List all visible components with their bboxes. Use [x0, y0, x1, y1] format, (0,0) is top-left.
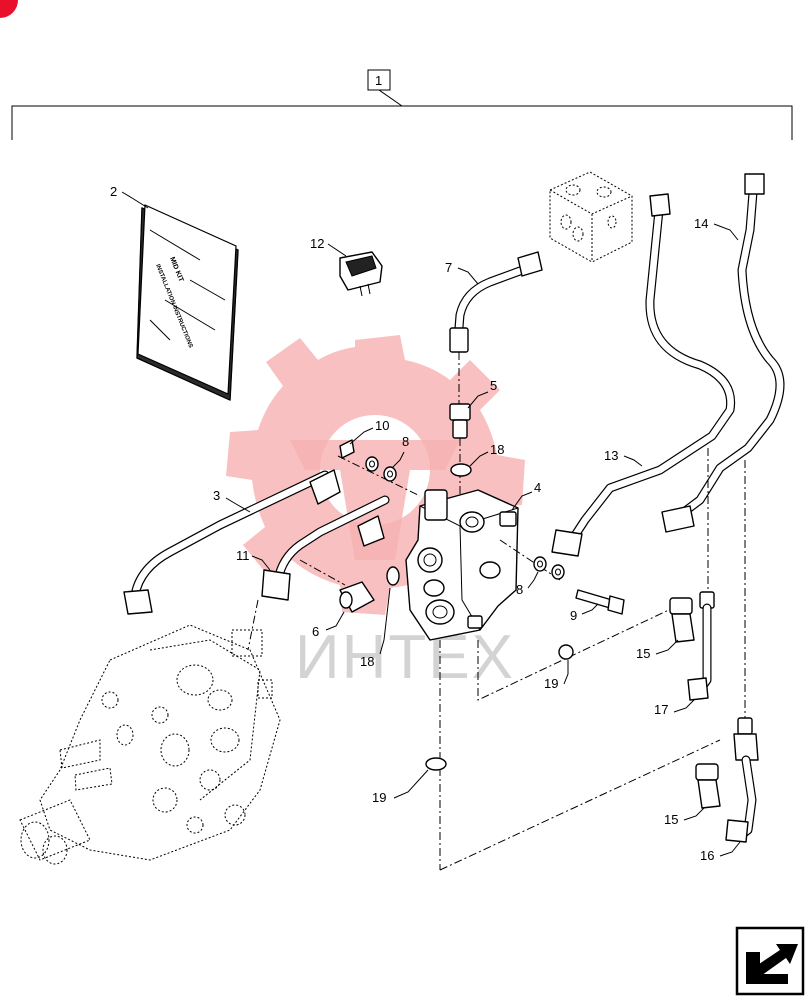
elbow-15-upper [669, 597, 695, 643]
callout-11: 11 [236, 548, 250, 563]
corner-mark [0, 0, 18, 18]
adapter-fitting [449, 403, 471, 439]
callout-2: 2 [110, 184, 117, 199]
elbow-fitting [339, 581, 375, 613]
hydraulic-tube-13 [551, 193, 736, 557]
callout-14: 14 [694, 216, 708, 231]
next-page-arrow-icon[interactable] [735, 926, 805, 996]
control-valve-section [405, 489, 519, 641]
tube-16 [725, 717, 759, 843]
callout-18-bottom: 18 [360, 654, 374, 669]
callout-5: 5 [490, 378, 497, 393]
hydraulic-tube-11 [261, 495, 390, 601]
mounting-bolt [575, 589, 625, 615]
callout-15-upper: 15 [636, 646, 650, 661]
callout-4: 4 [534, 480, 541, 495]
callout-8-lower: 8 [516, 582, 523, 597]
callout-16: 16 [700, 848, 714, 863]
manifold-block [549, 171, 633, 263]
callout-3: 3 [213, 488, 220, 503]
elbow-15-lower [695, 763, 721, 809]
callout-1: 1 [375, 73, 382, 88]
watermark-text: ИНТЕХ [295, 623, 515, 692]
callout-10: 10 [375, 418, 389, 433]
bent-tube-fitting [449, 251, 543, 353]
callout-13: 13 [604, 448, 618, 463]
tube-17 [687, 591, 715, 701]
assembly-bracket: 1 [11, 69, 793, 140]
callout-7: 7 [445, 260, 452, 275]
callout-19-lower: 19 [372, 790, 386, 805]
callout-15-lower: 15 [664, 812, 678, 827]
rocker-switch [339, 251, 383, 297]
main-valve-body [19, 624, 281, 865]
installation-manual: MID KIT INSTALLATION INSTRUCTIONS [136, 204, 239, 401]
callout-9: 9 [570, 608, 577, 623]
callout-18-top: 18 [490, 442, 504, 457]
hydraulic-tube-14 [661, 173, 785, 533]
callout-6: 6 [312, 624, 319, 639]
callout-12: 12 [310, 236, 324, 251]
hydraulic-tube-3 [123, 469, 341, 615]
callout-17: 17 [654, 702, 668, 717]
callout-8-upper: 8 [402, 434, 409, 449]
callout-19-upper: 19 [544, 676, 558, 691]
